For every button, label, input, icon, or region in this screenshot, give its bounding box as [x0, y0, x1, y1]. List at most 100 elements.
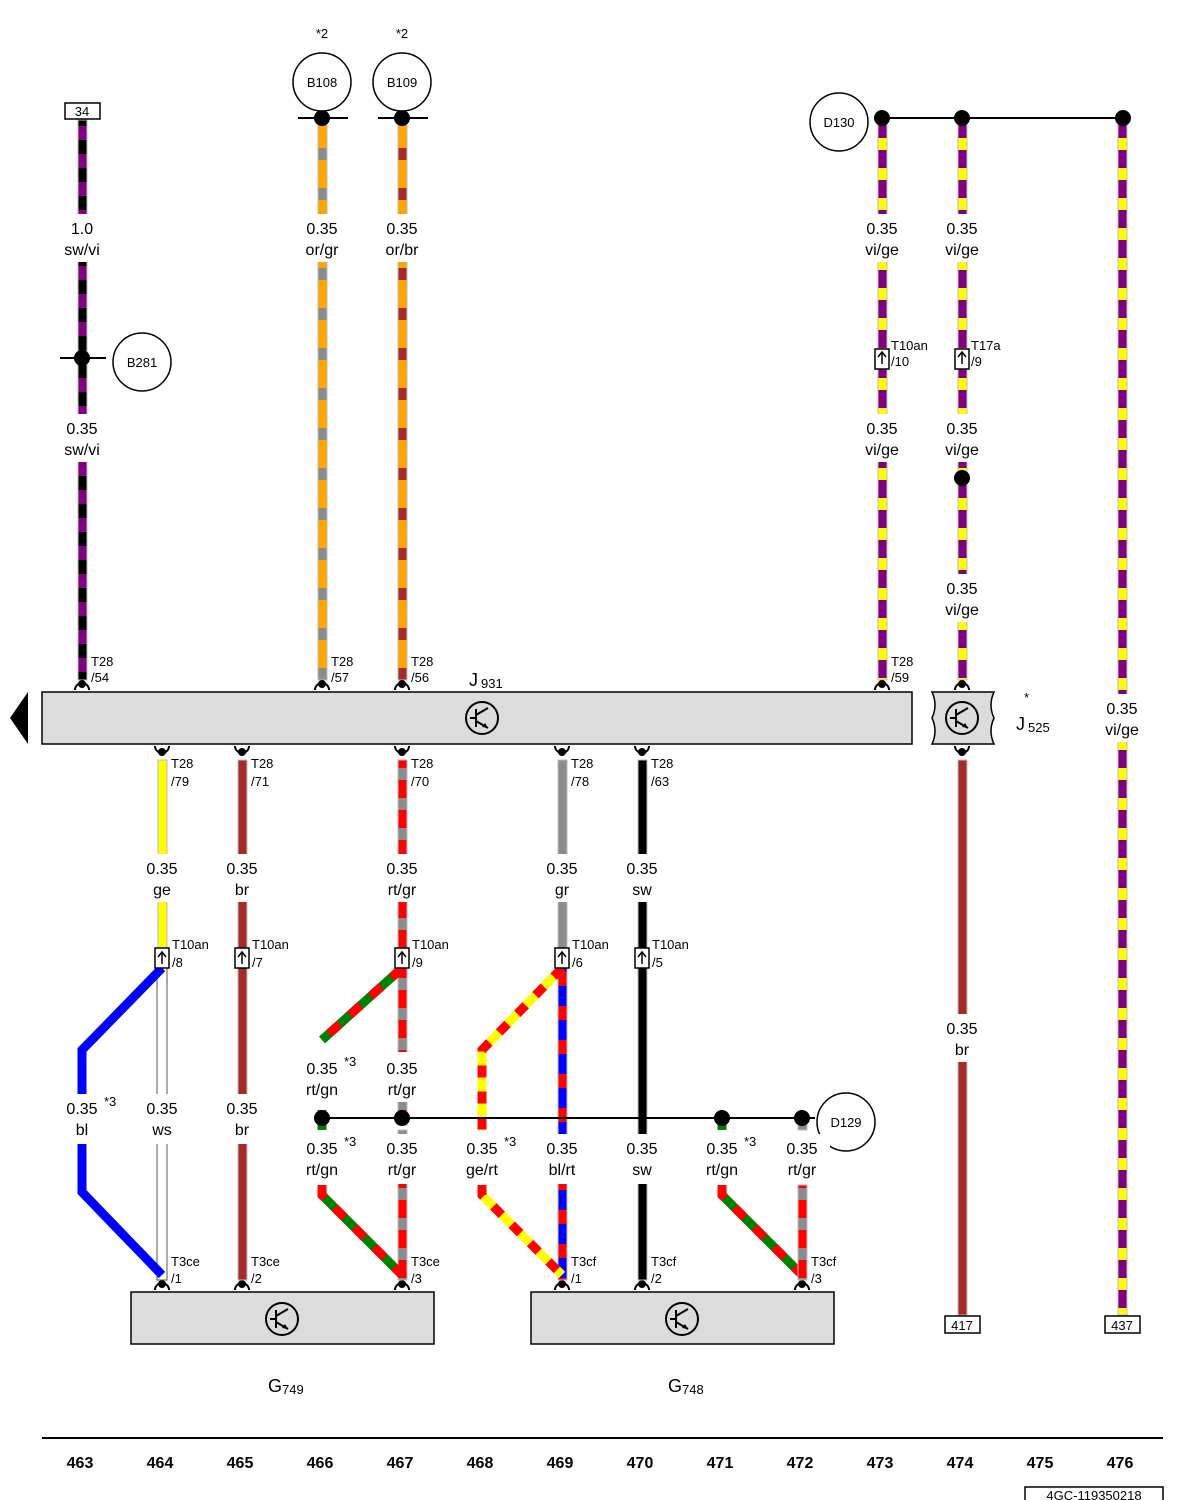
svg-text:0.35: 0.35	[546, 1141, 577, 1158]
svg-text:0.35: 0.35	[1106, 701, 1137, 718]
svg-text:0.35: 0.35	[386, 1141, 417, 1158]
svg-text:/70: /70	[411, 774, 429, 789]
svg-text:/71: /71	[251, 774, 269, 789]
svg-text:J: J	[469, 670, 478, 690]
connectors-t10an-lower: T10an/8 T10an/7 T10an/9 T10an/6 T10an/5	[154, 937, 689, 970]
wires-lower	[77, 759, 808, 1281]
svg-text:468: 468	[467, 1455, 494, 1472]
svg-text:/5: /5	[652, 955, 663, 970]
svg-text:0.35: 0.35	[386, 861, 417, 878]
svg-text:B108: B108	[307, 75, 337, 90]
splice-dot	[74, 350, 90, 366]
splice-dot	[714, 1110, 730, 1126]
svg-text:/3: /3	[411, 1271, 422, 1286]
splice-dot	[954, 110, 970, 126]
svg-text:417: 417	[951, 1318, 973, 1333]
svg-text:T3cf: T3cf	[651, 1254, 677, 1269]
splice-dot	[394, 110, 410, 126]
column-numbers: 463 464 465 466 467 468 469 470 471 472 …	[67, 1455, 1134, 1472]
svg-text:bl: bl	[76, 1122, 88, 1139]
svg-text:/57: /57	[331, 670, 349, 685]
svg-text:T3ce: T3ce	[411, 1254, 440, 1269]
svg-text:0.35: 0.35	[626, 1141, 657, 1158]
connector-t17a-9: T17a /9	[954, 338, 1001, 370]
svg-text:rt/gn: rt/gn	[306, 1162, 338, 1179]
svg-text:475: 475	[1027, 1455, 1054, 1472]
svg-text:*3: *3	[344, 1134, 356, 1149]
svg-text:/9: /9	[412, 955, 423, 970]
svg-text:sw: sw	[632, 1162, 652, 1179]
svg-text:472: 472	[787, 1455, 814, 1472]
svg-text:/8: /8	[172, 955, 183, 970]
svg-text:749: 749	[282, 1382, 304, 1397]
svg-text:0.35: 0.35	[226, 1101, 257, 1118]
svg-text:G: G	[668, 1376, 682, 1396]
svg-text:vi/ge: vi/ge	[1105, 722, 1139, 739]
svg-text:T28: T28	[411, 756, 433, 771]
svg-text:0.35: 0.35	[466, 1141, 497, 1158]
svg-text:466: 466	[307, 1455, 334, 1472]
splice-dot	[954, 470, 970, 486]
svg-text:/2: /2	[651, 1271, 662, 1286]
svg-text:0.35: 0.35	[226, 861, 257, 878]
svg-text:/9: /9	[971, 354, 982, 369]
splice-dot	[1115, 110, 1131, 126]
svg-text:0.35: 0.35	[866, 221, 897, 238]
svg-text:0.35: 0.35	[546, 861, 577, 878]
svg-text:465: 465	[227, 1455, 254, 1472]
svg-text:0.35: 0.35	[386, 221, 417, 238]
svg-text:sw/vi: sw/vi	[64, 442, 100, 459]
svg-text:/79: /79	[171, 774, 189, 789]
svg-text:br: br	[955, 1042, 970, 1059]
svg-text:464: 464	[147, 1455, 174, 1472]
svg-text:rt/gr: rt/gr	[388, 1162, 417, 1179]
svg-text:B281: B281	[127, 355, 157, 370]
svg-text:T10an: T10an	[412, 937, 449, 952]
svg-text:*3: *3	[744, 1134, 756, 1149]
svg-text:rt/gr: rt/gr	[788, 1162, 817, 1179]
ground-point-d129: D129	[816, 1092, 876, 1152]
svg-text:470: 470	[627, 1455, 654, 1472]
svg-text:or/gr: or/gr	[306, 242, 340, 259]
svg-text:0.35: 0.35	[66, 421, 97, 438]
ground-point-d130: D130	[809, 92, 869, 152]
svg-text:0.35: 0.35	[66, 1101, 97, 1118]
splice-dot	[394, 1110, 410, 1126]
svg-text:/6: /6	[572, 955, 583, 970]
svg-text:*3: *3	[344, 1054, 356, 1069]
svg-text:T3cf: T3cf	[571, 1254, 597, 1269]
svg-text:/2: /2	[251, 1271, 262, 1286]
svg-text:T28: T28	[91, 654, 113, 669]
svg-text:T28: T28	[331, 654, 353, 669]
sensor-g748: G 748	[530, 1291, 835, 1397]
ref-box-417: 417	[944, 1315, 981, 1334]
svg-text:463: 463	[67, 1455, 94, 1472]
svg-text:T3ce: T3ce	[251, 1254, 280, 1269]
svg-text:/78: /78	[571, 774, 589, 789]
svg-text:/56: /56	[411, 670, 429, 685]
svg-text:vi/ge: vi/ge	[865, 442, 899, 459]
svg-text:ge: ge	[153, 882, 171, 899]
svg-text:/1: /1	[571, 1271, 582, 1286]
svg-text:0.35: 0.35	[786, 1141, 817, 1158]
svg-text:T3cf: T3cf	[811, 1254, 837, 1269]
svg-text:rt/gn: rt/gn	[306, 1082, 338, 1099]
arrow-left-icon	[10, 692, 28, 744]
connector-t10an-10: T10an /10	[874, 338, 928, 370]
svg-text:T10an: T10an	[572, 937, 609, 952]
svg-text:T28: T28	[171, 756, 193, 771]
svg-text:748: 748	[682, 1382, 704, 1397]
pin-arcs	[74, 680, 970, 1291]
ref-box-437: 437	[1104, 1315, 1141, 1334]
svg-text:474: 474	[947, 1455, 974, 1472]
svg-text:T10an: T10an	[172, 937, 209, 952]
svg-text:/63: /63	[651, 774, 669, 789]
svg-text:vi/ge: vi/ge	[945, 602, 979, 619]
splice-dot	[314, 1110, 330, 1126]
svg-text:/7: /7	[252, 955, 263, 970]
svg-text:*3: *3	[504, 1134, 516, 1149]
svg-text:0.35: 0.35	[946, 421, 977, 438]
svg-text:T17a: T17a	[971, 338, 1001, 353]
svg-text:0.35: 0.35	[146, 861, 177, 878]
svg-text:473: 473	[867, 1455, 894, 1472]
